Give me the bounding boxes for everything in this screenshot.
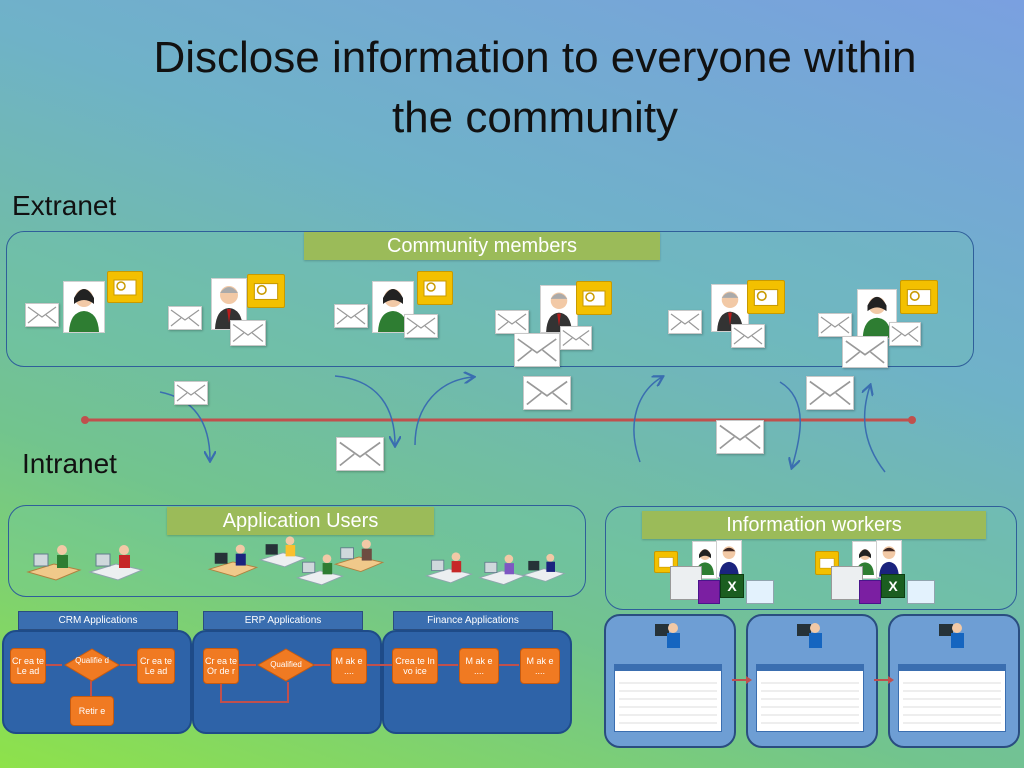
report-screen xyxy=(614,664,722,732)
onenote-icon xyxy=(859,580,881,604)
outlook-icon xyxy=(417,271,453,305)
application-users-banner: Application Users xyxy=(167,507,434,535)
crm-create-lead-step: Cr ea te Le ad xyxy=(10,648,46,684)
erp-qualified-decision: Qualified xyxy=(257,648,315,682)
desktop-user-icon xyxy=(258,532,308,572)
desktop-user-icon xyxy=(26,540,82,586)
envelope-icon xyxy=(716,420,764,454)
flow-connectors xyxy=(42,664,519,703)
envelope-icon xyxy=(174,381,208,405)
computer-user-icon xyxy=(938,620,966,650)
envelope-icon xyxy=(668,310,702,334)
printer-icon xyxy=(907,580,935,604)
envelope-icon xyxy=(25,303,59,327)
community-members-banner: Community members xyxy=(304,232,660,260)
report-screen xyxy=(756,664,864,732)
desktop-user-icon xyxy=(88,540,144,586)
crm-create-lead-step-2: Cr ea te Le ad xyxy=(137,648,175,684)
desktop-user-icon xyxy=(424,548,474,588)
envelope-icon xyxy=(334,304,368,328)
finance-create-invoice-step: Crea te Invo ice xyxy=(392,648,438,684)
erp-make-step: M ak e .... xyxy=(331,648,367,684)
envelope-icon xyxy=(806,376,854,410)
person-icon xyxy=(372,281,414,333)
crm-retire-step: Retir e xyxy=(70,696,114,726)
person-icon xyxy=(716,540,742,578)
outlook-icon xyxy=(815,551,839,575)
exchange-arrows xyxy=(81,360,916,473)
desktop-user-icon xyxy=(295,550,345,590)
onenote-icon xyxy=(698,580,720,604)
computer-user-icon xyxy=(654,620,682,650)
intranet-label: Intranet xyxy=(22,448,117,479)
finance-applications-tab: Finance Applications xyxy=(393,611,553,630)
outlook-icon xyxy=(576,281,612,315)
crm-qualified-decision: Qualifie d xyxy=(64,648,120,682)
envelope-icon xyxy=(495,310,529,334)
card-connectors xyxy=(732,676,894,684)
computer-user-icon xyxy=(796,620,824,650)
desktop-user-icon xyxy=(478,550,526,590)
envelope-icon xyxy=(560,326,592,350)
outlook-icon xyxy=(107,271,143,303)
envelope-icon xyxy=(731,324,765,348)
person-icon xyxy=(211,278,247,330)
envelope-icon xyxy=(168,306,202,330)
envelope-icon xyxy=(404,314,438,338)
erp-create-order-step: Cr ea te Or de r xyxy=(203,648,239,684)
envelope-icon xyxy=(842,336,888,368)
person-icon xyxy=(876,540,902,578)
outlook-icon xyxy=(900,280,938,314)
crm-qualified-label: Qualifie d xyxy=(75,656,109,665)
person-icon xyxy=(857,289,897,339)
finance-make-step-1: M ak e .... xyxy=(459,648,499,684)
printer-icon xyxy=(746,580,774,604)
crm-applications-tab: CRM Applications xyxy=(18,611,178,630)
information-workers-banner: Information workers xyxy=(642,511,986,539)
finance-make-step-2: M ak e .... xyxy=(520,648,560,684)
extranet-label: Extranet xyxy=(12,190,117,221)
person-icon xyxy=(63,281,105,333)
envelope-icon xyxy=(514,333,560,367)
desktop-user-icon xyxy=(522,548,566,588)
erp-qualified-label: Qualified xyxy=(270,660,302,669)
envelope-icon xyxy=(230,320,266,346)
slide-title: Disclose information to everyone within … xyxy=(153,33,917,142)
desktop-user-icon xyxy=(333,535,385,577)
outlook-icon xyxy=(247,274,285,308)
desktop-user-icon xyxy=(205,540,261,582)
envelope-icon xyxy=(523,376,571,410)
report-screen xyxy=(898,664,1006,732)
envelope-icon xyxy=(818,313,852,337)
envelope-icon xyxy=(336,437,384,471)
envelope-icon xyxy=(889,322,921,346)
excel-icon: X xyxy=(881,574,905,598)
excel-icon: X xyxy=(720,574,744,598)
erp-applications-tab: ERP Applications xyxy=(203,611,363,630)
person-icon xyxy=(540,285,578,333)
outlook-icon xyxy=(747,280,785,314)
